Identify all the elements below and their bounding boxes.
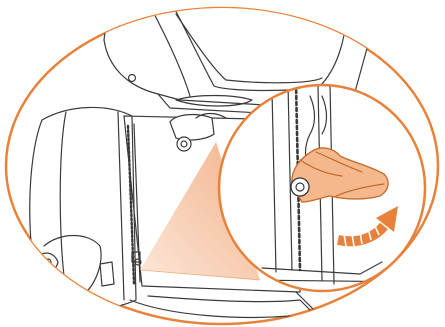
magnifier-callout bbox=[219, 84, 425, 291]
